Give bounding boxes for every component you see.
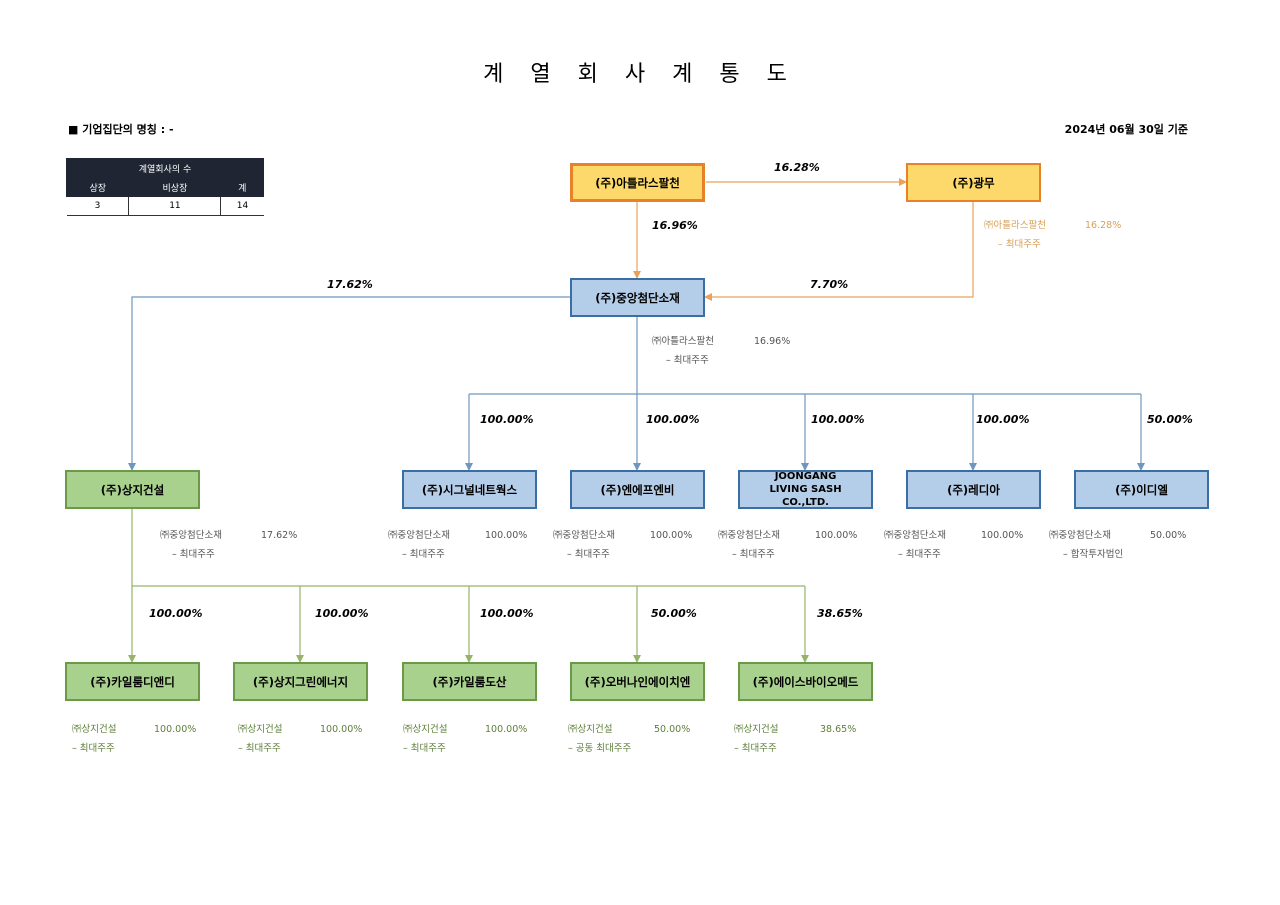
note-nfenv: ㈜중앙첨단소재 100.00% – 최대주주: [553, 526, 692, 564]
count-unlisted-value: 11: [128, 196, 221, 216]
count-col-unlisted: 비상장: [128, 177, 222, 197]
pct-jungang-nfenv: 100.00%: [646, 413, 700, 426]
note-value: 50.00%: [1150, 530, 1187, 541]
count-total-value: 14: [220, 196, 264, 216]
note-value: 38.65%: [820, 724, 857, 735]
line-gwangmu-jungang: [704, 202, 974, 301]
note-holder: ㈜상지건설: [568, 724, 613, 735]
company-jungang: (주)중앙첨단소재: [570, 278, 705, 317]
company-gwangmu: (주)광무: [906, 163, 1041, 202]
company-sangji: (주)상지건설: [65, 470, 200, 509]
pct-jungang-redia: 100.00%: [976, 413, 1030, 426]
pct-sangji-kailrum-dosan: 100.00%: [480, 607, 534, 620]
company-kailrum-dosan: (주)카일룸도산: [402, 662, 537, 701]
count-table-header: 계열회사의 수: [66, 158, 264, 178]
note-role: – 최대주주: [998, 239, 1041, 250]
pct-atlas-jungang: 16.96%: [652, 219, 698, 232]
note-signal: ㈜중앙첨단소재 100.00% – 최대주주: [388, 526, 527, 564]
note-role: – 최대주주: [666, 355, 709, 366]
note-role: – 최대주주: [172, 549, 215, 560]
note-role: – 공동 최대주주: [568, 743, 632, 754]
note-holder: ㈜상지건설: [734, 724, 779, 735]
note-value: 100.00%: [154, 724, 197, 735]
note-ace-bio: ㈜상지건설 38.65% – 최대주주: [734, 720, 856, 758]
note-holder: ㈜아틀라스팔천: [984, 220, 1046, 231]
count-col-total: 계: [220, 177, 264, 197]
note-holder: ㈜중앙첨단소재: [718, 530, 780, 541]
note-sangji-green: ㈜상지건설 100.00% – 최대주주: [238, 720, 362, 758]
pct-jungang-living: 100.00%: [811, 413, 865, 426]
note-role: – 최대주주: [732, 549, 775, 560]
company-joongang-living: JOONGANG LIVING SASH CO.,LTD.: [738, 470, 873, 509]
note-role: – 최대주주: [898, 549, 941, 560]
note-value: 16.28%: [1085, 220, 1122, 231]
note-overnine: ㈜상지건설 50.00% – 공동 최대주주: [568, 720, 690, 758]
note-role: – 최대주주: [402, 549, 445, 560]
note-role: – 최대주주: [238, 743, 281, 754]
pct-sangji-green: 100.00%: [315, 607, 369, 620]
pct-gwangmu-jungang: 7.70%: [810, 278, 849, 291]
line-jungang-sangji: [128, 296, 571, 471]
company-ace-bio: (주)에이스바이오메드: [738, 662, 873, 701]
note-role: – 최대주주: [734, 743, 777, 754]
note-value: 100.00%: [650, 530, 693, 541]
note-value: 50.00%: [654, 724, 691, 735]
count-listed-value: 3: [66, 196, 129, 216]
pct-sangji-overnine: 50.00%: [651, 607, 697, 620]
note-value: 100.00%: [485, 724, 528, 735]
note-holder: ㈜중앙첨단소재: [553, 530, 615, 541]
note-holder: ㈜중앙첨단소재: [1049, 530, 1111, 541]
page-title: 계 열 회 사 계 통 도: [483, 62, 797, 87]
note-redia: ㈜중앙첨단소재 100.00% – 최대주주: [884, 526, 1023, 564]
note-kailrum-nd: ㈜상지건설 100.00% – 최대주주: [72, 720, 196, 758]
note-holder: ㈜상지건설: [238, 724, 283, 735]
note-idiel: ㈜중앙첨단소재 50.00% – 합작투자법인: [1049, 526, 1186, 564]
note-value: 16.96%: [754, 336, 791, 347]
group-name-label: ■ 기업집단의 명칭 : -: [68, 123, 174, 136]
pct-jungang-idiel: 50.00%: [1147, 413, 1193, 426]
count-col-listed: 상장: [65, 177, 130, 197]
note-holder: ㈜상지건설: [72, 724, 117, 735]
note-role: – 최대주주: [72, 743, 115, 754]
company-sangji-green: (주)상지그린에너지: [233, 662, 368, 701]
note-value: 17.62%: [261, 530, 298, 541]
note-holder: ㈜중앙첨단소재: [884, 530, 946, 541]
pct-jungang-sangji: 17.62%: [327, 278, 373, 291]
note-sangji: ㈜중앙첨단소재 17.62% – 최대주주: [160, 526, 297, 564]
note-value: 100.00%: [320, 724, 363, 735]
note-kailrum-dosan: ㈜상지건설 100.00% – 최대주주: [403, 720, 527, 758]
note-value: 100.00%: [485, 530, 528, 541]
note-jungang: ㈜아틀라스팔천 16.96% – 최대주주: [652, 332, 790, 370]
company-redia: (주)레디아: [906, 470, 1041, 509]
base-date-label: 2024년 06월 30일 기준: [1064, 123, 1188, 136]
note-value: 100.00%: [981, 530, 1024, 541]
note-holder: ㈜중앙첨단소재: [160, 530, 222, 541]
pct-jungang-signal: 100.00%: [480, 413, 534, 426]
pct-sangji-kailrum-nd: 100.00%: [149, 607, 203, 620]
pct-atlas-gwangmu: 16.28%: [774, 161, 820, 174]
company-kailrum-nd: (주)카일룸디앤디: [65, 662, 200, 701]
pct-sangji-ace-bio: 38.65%: [817, 607, 863, 620]
note-role: – 합작투자법인: [1063, 549, 1124, 560]
company-signal: (주)시그널네트웍스: [402, 470, 537, 509]
note-holder: ㈜중앙첨단소재: [388, 530, 450, 541]
company-idiel: (주)이디엘: [1074, 470, 1209, 509]
note-holder: ㈜아틀라스팔천: [652, 336, 714, 347]
note-holder: ㈜상지건설: [403, 724, 448, 735]
company-overnine: (주)오버나인에이치엔: [570, 662, 705, 701]
note-joongang-living: ㈜중앙첨단소재 100.00% – 최대주주: [718, 526, 857, 564]
company-atlas: (주)아틀라스팔천: [570, 163, 705, 202]
note-role: – 최대주주: [403, 743, 446, 754]
note-role: – 최대주주: [567, 549, 610, 560]
note-gwangmu: ㈜아틀라스팔천 16.28% – 최대주주: [984, 216, 1121, 254]
company-nfenv: (주)엔에프엔비: [570, 470, 705, 509]
affiliate-count-table: 계열회사의 수 상장 비상장 계 3 11 14: [65, 158, 264, 216]
note-value: 100.00%: [815, 530, 858, 541]
